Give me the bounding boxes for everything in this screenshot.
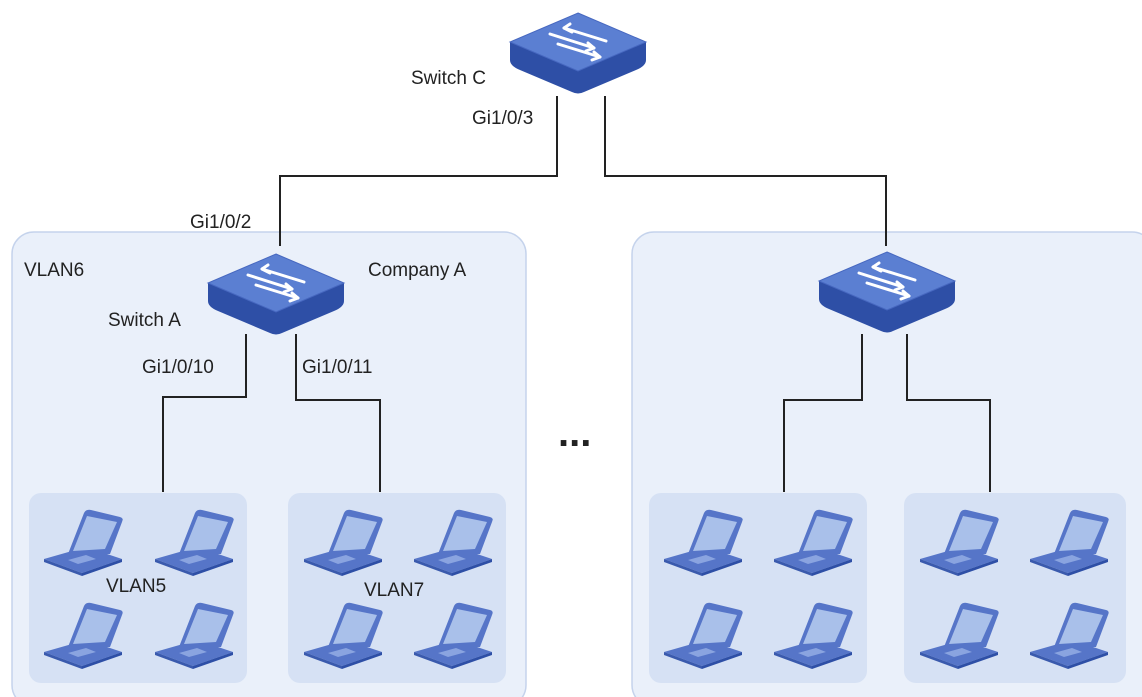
link-a-to-vlan7 <box>295 334 381 492</box>
vlan7-label: VLAN7 <box>364 580 424 601</box>
company-a-label: Company A <box>368 260 467 281</box>
link-c-to-a <box>279 96 558 246</box>
switch-c-label: Switch C <box>411 68 486 89</box>
switch-a-uplink-port-label: Gi1/0/2 <box>190 212 251 233</box>
switch-c-port-label: Gi1/0/3 <box>472 108 533 129</box>
network-links <box>162 96 991 492</box>
link-c-to-right-switch <box>604 96 887 246</box>
link-right-to-group1 <box>783 334 863 492</box>
switch-c-icon <box>508 11 648 95</box>
vlan5-label: VLAN5 <box>106 576 166 597</box>
link-right-to-group2 <box>906 334 991 492</box>
link-a-to-vlan5 <box>162 334 247 492</box>
switch-a-port-right-label: Gi1/0/11 <box>302 357 372 378</box>
ellipsis-text: ... <box>558 411 591 455</box>
switch-a-label: Switch A <box>108 310 181 331</box>
switch-a-port-left-label: Gi1/0/10 <box>142 357 214 378</box>
vlan6-label: VLAN6 <box>24 260 84 281</box>
